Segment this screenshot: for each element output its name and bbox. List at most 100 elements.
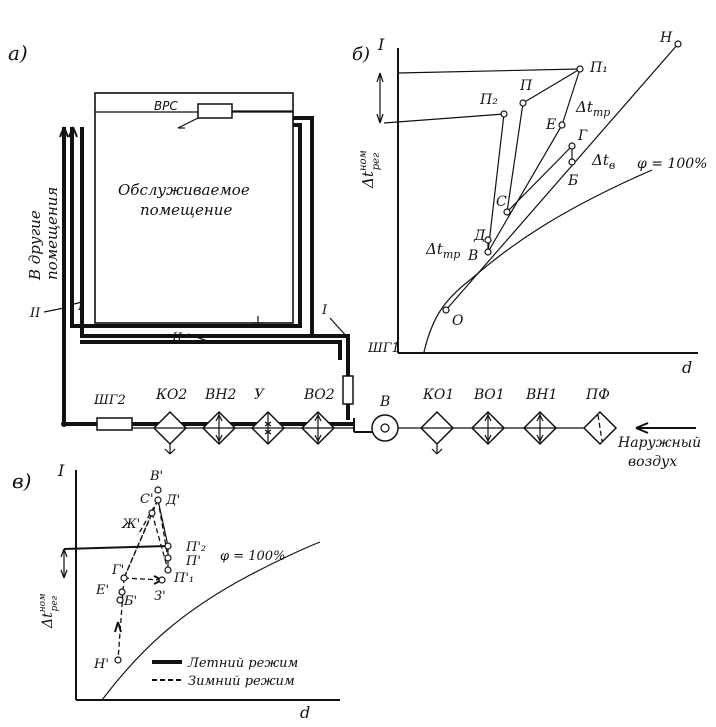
unit-VO2: ВО2 (300, 387, 336, 446)
label-P1: П₁ (589, 60, 608, 76)
unit-VN1: ВН1 (522, 387, 557, 446)
label-O: О (452, 313, 464, 329)
label-G: Г (577, 128, 588, 144)
label-H-prime: Н' (93, 657, 109, 672)
point-D (484, 236, 492, 244)
point-C (503, 208, 511, 216)
panel-b-saturation-curve (423, 169, 653, 353)
serviced-room (94, 92, 294, 324)
point-P1 (576, 65, 584, 73)
point-P (519, 99, 527, 107)
unit-PF-label: ПФ (585, 387, 610, 403)
point-H (674, 40, 682, 48)
gate-2-label: ШГ2 (93, 393, 126, 408)
label-C-prime: С' (140, 492, 154, 507)
label-B: Б (567, 173, 578, 189)
label-E: Е (545, 117, 556, 133)
arrow-up-2 (68, 126, 78, 138)
point-G (568, 142, 576, 150)
label-V: В (467, 248, 478, 264)
point-B-prime (116, 596, 124, 604)
outside-air-line2: воздух (628, 454, 677, 470)
label-P2-prime: П'₂ (185, 540, 206, 555)
duct-II-bottom-label: II (171, 331, 183, 346)
duct-I (80, 116, 314, 338)
panel-b-x-label: d (682, 358, 692, 377)
panel-a: а) ВРС Обслуживаемое помещение В другие … (8, 41, 701, 470)
panel-v-phi-label: φ = 100% (220, 549, 285, 564)
fan-label: В (379, 394, 390, 410)
unit-PF-diamond (582, 410, 618, 446)
unit-PF: ПФ (582, 387, 618, 446)
label-G-prime: Г' (111, 563, 124, 578)
point-P2 (500, 110, 508, 118)
label-P-prime: П' (185, 554, 201, 569)
unit-VO1-label: ВО1 (473, 387, 505, 403)
unit-VO1: ВО1 (470, 387, 506, 446)
point-E-prime (118, 588, 126, 596)
gate-1 (342, 375, 354, 405)
gate-2 (96, 417, 133, 431)
unit-KO1: КО1 (419, 387, 454, 455)
point-V-prime (154, 486, 162, 494)
point-E (558, 121, 566, 129)
legend-summer-label: Летний режим (187, 656, 298, 671)
room-subtitle: помещение (140, 201, 232, 219)
point-Zh-prime (148, 509, 156, 517)
duct-I-left-label: I (77, 299, 84, 314)
to-other-rooms-label: В другие помещения (26, 187, 61, 281)
panel-b-points (442, 40, 682, 314)
point-B (568, 158, 576, 166)
unit-KO1-label: КО1 (422, 387, 454, 403)
unit-VN2: ВН2 (201, 387, 236, 446)
room-sensor-label: ВРС (154, 99, 178, 113)
room-title: Обслуживаемое (118, 181, 250, 199)
panel-b-y-label: I (377, 35, 385, 54)
point-G-prime (120, 574, 128, 582)
label-P2: П₂ (479, 92, 498, 108)
label-V-prime: В' (149, 469, 163, 484)
label-Z-prime: З' (154, 589, 166, 604)
label-dt-tr-left: Δtтр (425, 240, 460, 261)
unit-VO2-label: ВО2 (303, 387, 335, 403)
room-sensor (197, 103, 233, 119)
unit-U-label: У (254, 387, 265, 403)
equipment-units: КО2 ВН2 У ВО2 КО1 ВО1 ВН1 ПФ (132, 387, 618, 455)
point-C-prime (154, 496, 162, 504)
svg-text:В другие: В другие (26, 210, 44, 281)
panel-v-saturation-curve (101, 541, 321, 701)
duct-main-loop (80, 340, 342, 360)
svg-text:помещения: помещения (43, 187, 61, 280)
unit-U: У (250, 387, 286, 446)
panel-v-y-label: I (57, 461, 65, 480)
point-H-prime (114, 656, 122, 664)
point-P-prime (164, 554, 172, 562)
duct-II (70, 123, 302, 328)
point-P2-prime (164, 542, 172, 550)
point-P1-prime (164, 566, 172, 574)
unit-KO2: КО2 (152, 387, 187, 455)
label-Zh-prime: Ж' (121, 517, 140, 532)
arrow-up-1 (59, 126, 69, 138)
duct-II-left-label: II (29, 306, 41, 321)
legend-winter-label: Зимний режим (188, 674, 295, 689)
point-V (484, 248, 492, 256)
panel-v-points (114, 486, 172, 664)
label-B-prime: Б' (123, 594, 137, 609)
label-D-prime: Д' (165, 493, 180, 508)
room-sensor-arrow (177, 117, 199, 129)
point-Z-prime (158, 576, 166, 584)
panel-a-label: а) (8, 41, 28, 65)
label-dt-tr-top: Δtтр (575, 98, 610, 119)
label-C: С (496, 194, 507, 210)
label-P1-prime: П'₁ (173, 571, 194, 586)
panel-v-x-label: d (300, 703, 310, 722)
point-O (442, 306, 450, 314)
panel-b-label: б) (352, 44, 370, 65)
panel-b-phi-label: φ = 100% (637, 156, 707, 172)
